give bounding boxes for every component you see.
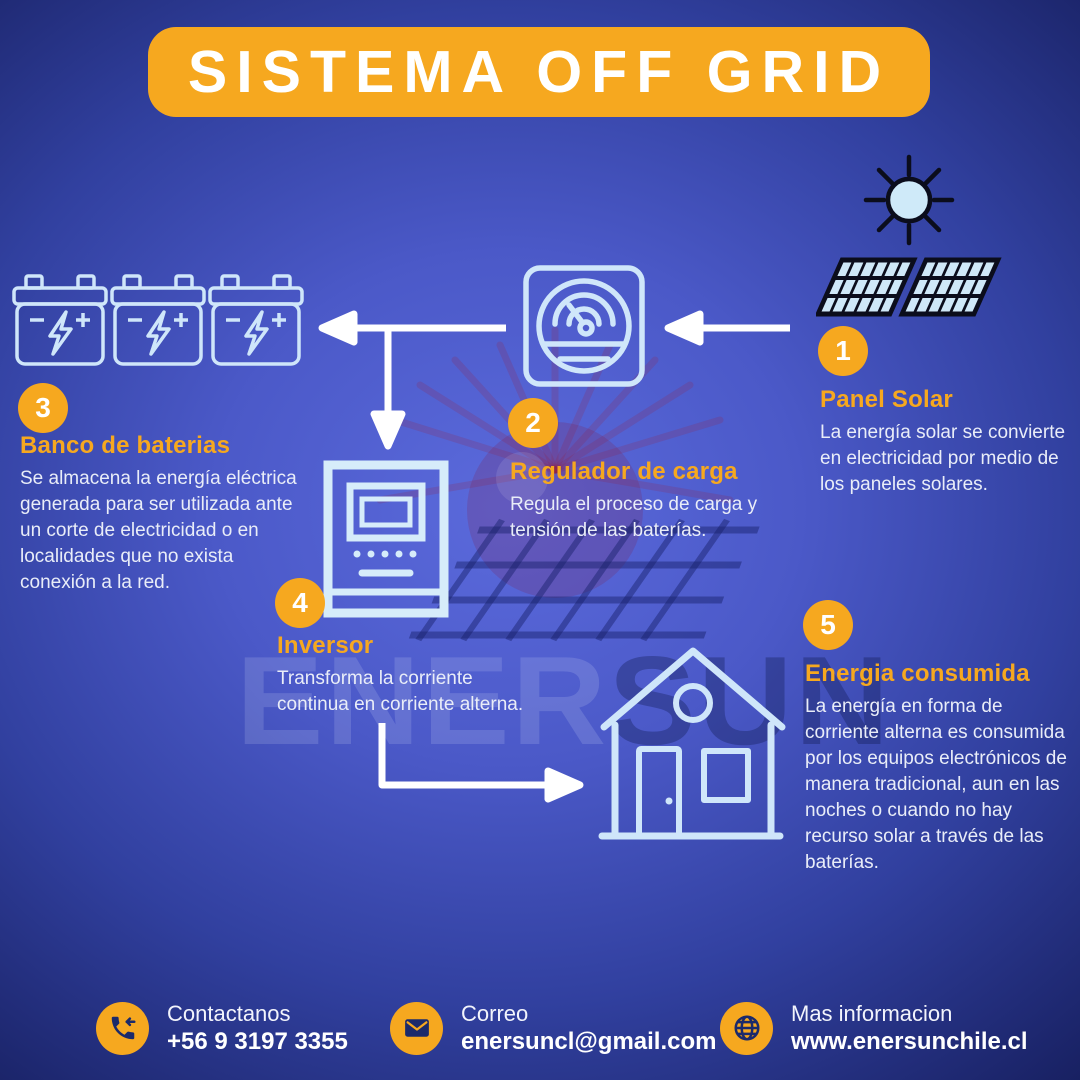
- contact-email: Correo enersuncl@gmail.com: [390, 1000, 716, 1056]
- step-5-description: La energía en forma de corriente alterna…: [805, 696, 1067, 873]
- contact-phone-label: Contactanos: [167, 1001, 291, 1026]
- contact-phone-number: +56 9 3197 3355: [167, 1028, 348, 1055]
- step-1-panel-solar: Panel Solar La energía solar se conviert…: [820, 386, 1080, 498]
- step-4-description: Transforma la corriente continua en corr…: [277, 668, 524, 715]
- step-3-banco-baterias: Banco de baterias Se almacena la energía…: [20, 432, 312, 596]
- step-2-description: Regula el proceso de carga y tensión de …: [510, 494, 758, 541]
- solar-panel-icon: [816, 257, 1002, 317]
- house-icon: [598, 647, 786, 840]
- step-3-number: 3: [35, 392, 51, 423]
- battery-bank-icon: [12, 274, 304, 366]
- step-3-title: Banco de baterias: [20, 432, 231, 459]
- step-2-title: Regulador de carga: [510, 458, 738, 485]
- contact-email-label: Correo: [461, 1001, 529, 1026]
- contact-website-url: www.enersunchile.cl: [791, 1028, 1028, 1055]
- step-1-title: Panel Solar: [820, 386, 953, 413]
- contact-phone: Contactanos +56 9 3197 3355: [96, 1000, 348, 1056]
- sun-icon: [863, 154, 955, 246]
- step-5-badge: 5: [803, 600, 853, 650]
- step-5-energia-consumida: Energia consumida La energía en forma de…: [805, 660, 1077, 876]
- step-1-number: 1: [835, 335, 851, 366]
- step-4-badge: 4: [275, 578, 325, 628]
- step-4-title: Inversor: [277, 632, 374, 659]
- step-2-number: 2: [525, 407, 541, 438]
- contact-website: Mas informacion www.enersunchile.cl: [720, 1000, 1028, 1056]
- step-4-number: 4: [292, 587, 308, 618]
- contact-website-label: Mas informacion: [791, 1001, 953, 1026]
- step-4-inversor: Inversor Transforma la corriente continu…: [277, 632, 533, 718]
- step-3-description: Se almacena la energía eléctrica generad…: [20, 468, 297, 593]
- step-5-number: 5: [820, 609, 836, 640]
- step-2-badge: 2: [508, 398, 558, 448]
- step-3-badge: 3: [18, 383, 68, 433]
- step-1-badge: 1: [818, 326, 868, 376]
- step-5-title: Energia consumida: [805, 660, 1030, 687]
- contact-email-address: enersuncl@gmail.com: [461, 1028, 717, 1055]
- title-banner: SISTEMA OFF GRID: [148, 27, 930, 117]
- step-1-description: La energía solar se convierte en electri…: [820, 422, 1066, 495]
- step-2-regulador: Regulador de carga Regula el proceso de …: [510, 458, 768, 544]
- page-title: SISTEMA OFF GRID: [187, 39, 891, 105]
- charge-regulator-icon: [523, 265, 645, 387]
- inverter-icon: [323, 460, 449, 618]
- phone-icon: [96, 1001, 149, 1055]
- envelope-icon: [390, 1001, 443, 1055]
- globe-icon: [720, 1001, 773, 1055]
